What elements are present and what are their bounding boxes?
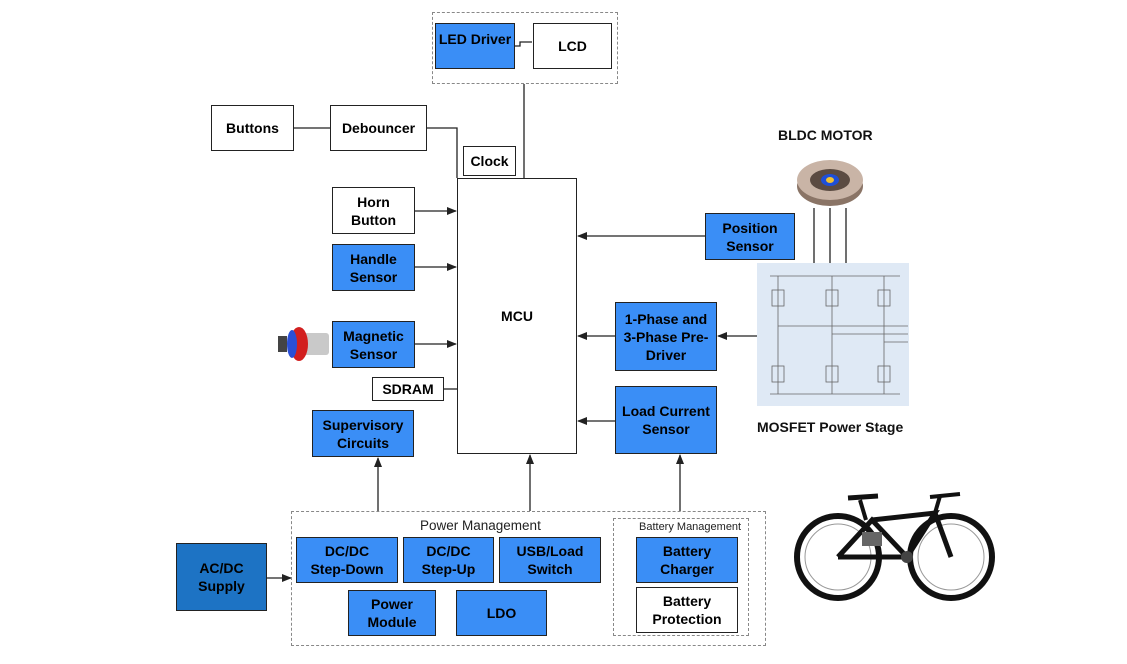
load-current-sensor-block: Load Current Sensor [615, 386, 717, 454]
handle-sensor-block: Handle Sensor [332, 244, 415, 291]
lcd-block: LCD [533, 23, 612, 69]
display-group-box [432, 12, 618, 84]
horn-button-block: Horn Button [332, 187, 415, 234]
mcu-block: MCU [457, 178, 577, 454]
usb-load-switch-block: USB/Load Switch [499, 537, 601, 583]
buttons-block: Buttons [211, 105, 294, 151]
dc-dc-step-down-block: DC/DC Step-Down [296, 537, 398, 583]
magnet-image [278, 327, 329, 361]
mosfet-power-stage-label: MOSFET Power Stage [757, 419, 904, 435]
electric-bicycle-image [794, 492, 995, 601]
bldc-motor-image [797, 160, 863, 206]
led-driver-block: LED Driver [435, 23, 515, 69]
battery-management-group [613, 518, 749, 636]
position-sensor-block: Position Sensor [705, 213, 795, 260]
mosfet-power-stage-graphic [757, 263, 909, 406]
led-driver-to-lcd-wire [514, 41, 532, 47]
power-module-block: Power Module [348, 590, 436, 636]
bldc-motor-label: BLDC MOTOR [778, 127, 873, 143]
supervisory-circuits-block: Supervisory Circuits [312, 410, 414, 457]
magnetic-sensor-block: Magnetic Sensor [332, 321, 415, 368]
ldo-block: LDO [456, 590, 547, 636]
debouncer-to-mcu-wire [427, 127, 458, 178]
pre-driver-block: 1-Phase and 3-Phase Pre- Driver [615, 302, 717, 371]
dc-dc-step-up-block: DC/DC Step-Up [403, 537, 494, 583]
debouncer-block: Debouncer [330, 105, 427, 151]
battery-management-label: Battery Management [639, 521, 742, 533]
clock-block: Clock [463, 146, 516, 176]
sdram-block: SDRAM [372, 377, 444, 401]
battery-charger-block: Battery Charger [636, 537, 738, 583]
battery-protection-block: Battery Protection [636, 587, 738, 633]
ac-dc-supply-block: AC/DC Supply [176, 543, 267, 611]
power-management-label: Power Management [420, 518, 541, 533]
power-management-group [291, 511, 766, 646]
